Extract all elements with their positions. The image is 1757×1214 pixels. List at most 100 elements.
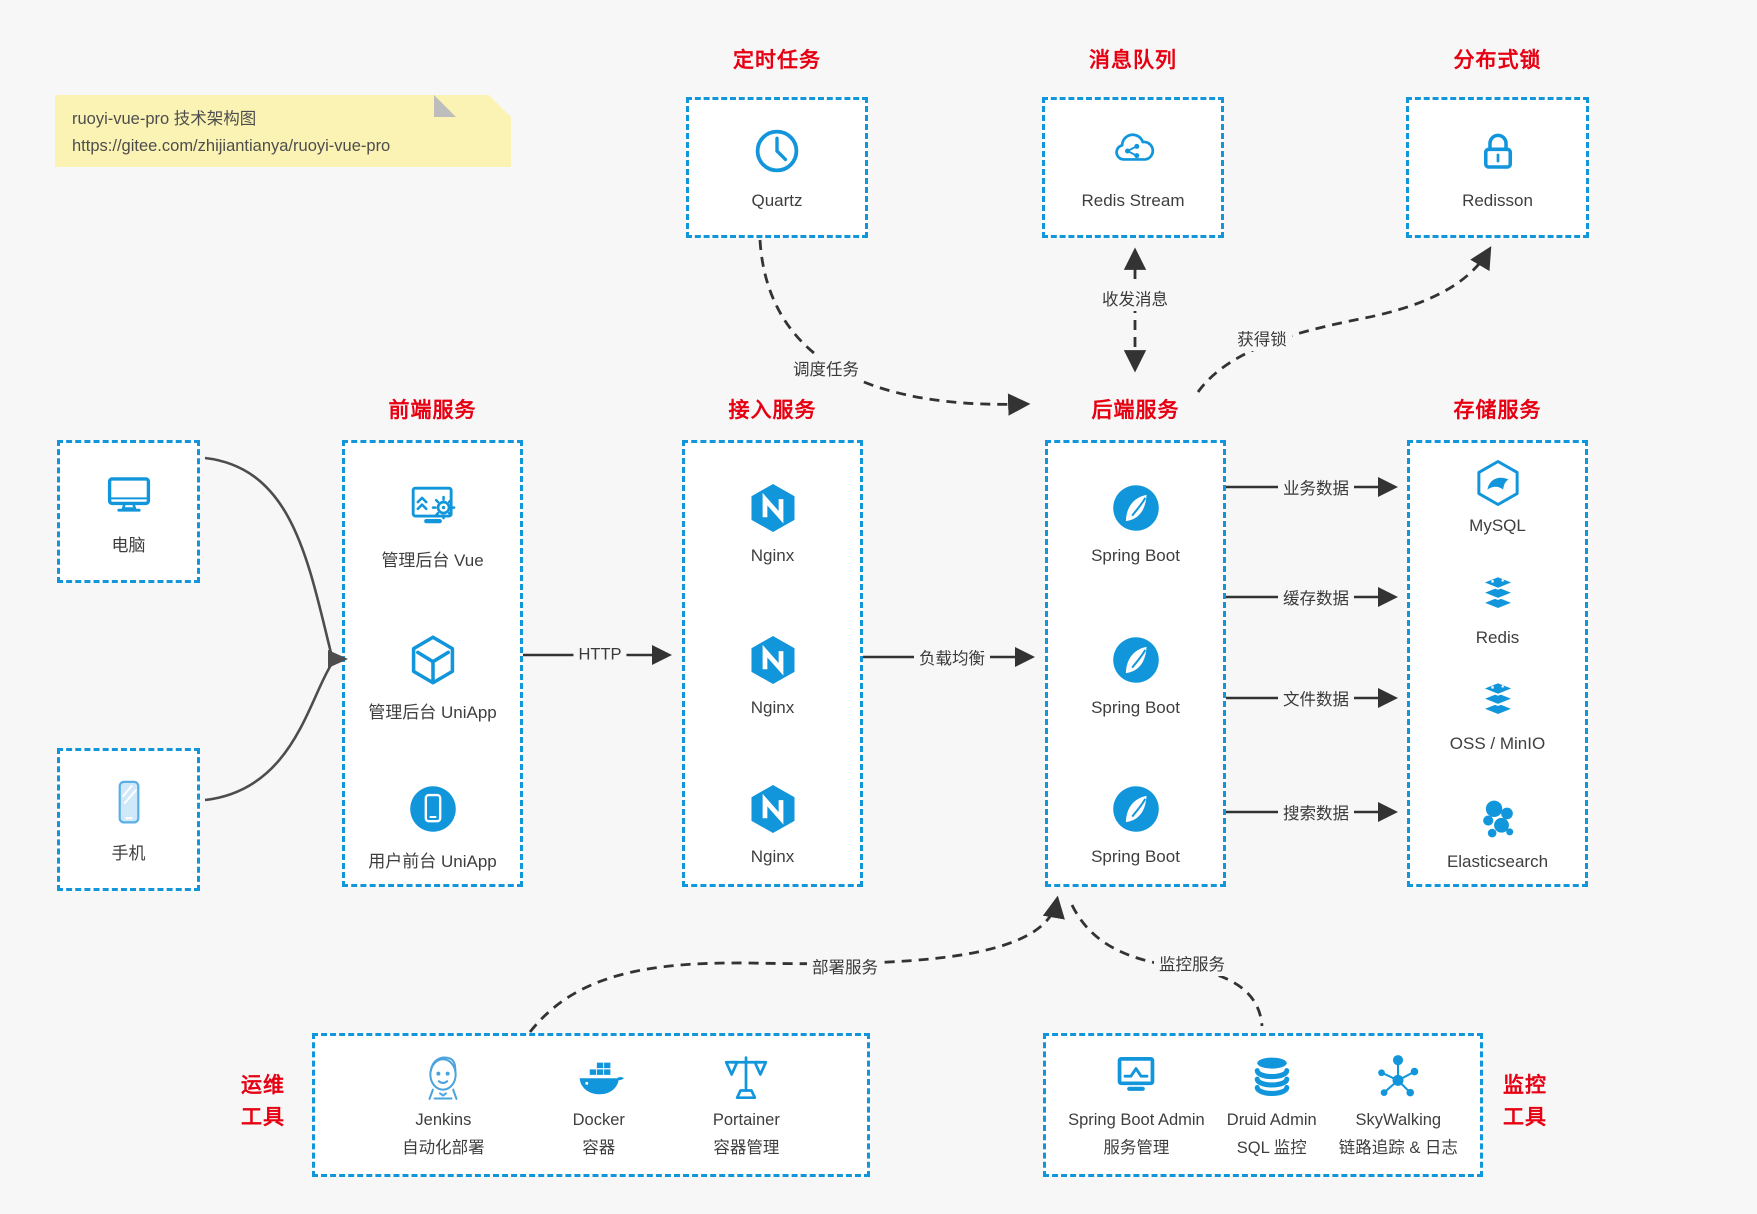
ops-item-jenkins: Jenkins 自动化部署 <box>402 1050 485 1160</box>
node-label: Nginx <box>750 847 795 866</box>
nginx-icon <box>750 635 795 685</box>
nginx-icon <box>750 483 795 533</box>
cloud-stream-icon <box>1115 133 1155 161</box>
backend-item-spring-3: Spring Boot <box>1048 782 1223 867</box>
node-sublabel: 容器管理 <box>713 1139 780 1157</box>
node-label: Nginx <box>750 698 795 717</box>
note-title: ruoyi-vue-pro 技术架构图 <box>72 110 257 128</box>
monitor-item-skywalking: SkyWalking 链路追踪 & 日志 <box>1339 1050 1458 1160</box>
edge-label-lock: 获得锁 <box>1232 325 1292 351</box>
node-label: Spring Boot <box>1091 546 1180 565</box>
node-sublabel: 容器 <box>582 1139 616 1157</box>
client-curves <box>204 456 333 802</box>
note-url: https://gitee.com/zhijiantianya/ruoyi-vu… <box>72 136 391 155</box>
node-label: Quartz <box>751 191 803 210</box>
ops-label-line2: 工具 <box>241 1105 285 1129</box>
node-sublabel: SQL 监控 <box>1236 1139 1307 1157</box>
backend-item-spring-1: Spring Boot <box>1048 481 1223 566</box>
node-label: Jenkins <box>415 1110 472 1129</box>
client-desktop-box: 电脑 <box>57 440 200 583</box>
druid-icon <box>1254 1057 1290 1096</box>
node-label: Redis Stream <box>1081 191 1185 210</box>
frontend-services-box: 管理后台 Vue 管理后台 UniApp 用户前台 UniApp <box>342 440 523 887</box>
edge-label-schedule: 调度任务 <box>788 355 864 381</box>
gateway-item-nginx-1: Nginx <box>685 481 860 566</box>
frontend-item-admin-uniapp: 管理后台 UniApp <box>345 633 520 723</box>
edge-label-deploy: 部署服务 <box>807 953 883 979</box>
monitor-tools-box: Spring Boot Admin 服务管理 Druid Admin SQL 监… <box>1043 1033 1483 1177</box>
node-sublabel: 服务管理 <box>1103 1139 1170 1157</box>
ops-tools-box: Jenkins 自动化部署 Docker 容器 <box>312 1033 870 1177</box>
portainer-icon <box>725 1056 768 1099</box>
node-label: 用户前台 UniApp <box>368 852 497 871</box>
node-label: Docker <box>572 1110 625 1129</box>
storage-item-oss-minio: OSS / MinIO <box>1410 676 1585 754</box>
node-label: Spring Boot <box>1091 698 1180 717</box>
cube-icon <box>411 635 454 685</box>
node-label: Redisson <box>1462 191 1533 210</box>
node-label: Spring Boot Admin <box>1068 1110 1205 1129</box>
monitor-label-line1: 监控 <box>1503 1074 1547 1097</box>
spring-icon <box>1112 637 1159 683</box>
node-label: Redis <box>1475 628 1520 647</box>
node-label: 管理后台 UniApp <box>368 703 497 722</box>
storage-item-elasticsearch: Elasticsearch <box>1410 794 1585 872</box>
docker-icon <box>579 1062 624 1095</box>
backend-services-box: Spring Boot Spring Boot Spring Boot <box>1045 440 1226 887</box>
spring-boot-admin-icon <box>1118 1056 1155 1091</box>
storage-services-box: MySQL Redis <box>1407 440 1588 887</box>
edge-label-biz-data: 业务数据 <box>1278 474 1354 500</box>
node-sublabel: 链路追踪 & 日志 <box>1338 1139 1458 1157</box>
edge-label-load-balance: 负载均衡 <box>914 644 990 670</box>
skywalking-icon <box>1378 1054 1419 1097</box>
ops-label-line1: 运维 <box>241 1074 285 1097</box>
admin-vue-icon <box>411 486 455 524</box>
message-queue-box: Redis Stream <box>1042 97 1224 238</box>
mobile-icon <box>118 780 139 824</box>
redis-stack-icon <box>1480 575 1515 611</box>
title-distributed-lock: 分布式锁 <box>1453 49 1542 72</box>
node-label: 管理后台 Vue <box>381 551 484 570</box>
node-label: Portainer <box>712 1110 780 1129</box>
clock-icon <box>755 129 799 173</box>
edge-label-message: 收发消息 <box>1097 285 1173 311</box>
ops-tools-side-label: 运维 工具 <box>228 1070 298 1133</box>
edge-label-file-data: 文件数据 <box>1278 685 1354 711</box>
monitor-label-line2: 工具 <box>1503 1105 1547 1129</box>
node-sublabel: 自动化部署 <box>402 1139 485 1157</box>
gateway-item-nginx-2: Nginx <box>685 633 860 718</box>
nginx-icon <box>750 784 795 834</box>
distributed-lock-box: Redisson <box>1406 97 1589 238</box>
gateway-services-box: Nginx Nginx Nginx <box>682 440 863 887</box>
jenkins-icon <box>428 1056 458 1100</box>
monitor-item-spring-boot-admin: Spring Boot Admin 服务管理 <box>1068 1050 1205 1160</box>
title-message-queue: 消息队列 <box>1089 49 1177 72</box>
desktop-icon <box>107 476 150 512</box>
backend-item-spring-2: Spring Boot <box>1048 633 1223 718</box>
title-backend-services: 后端服务 <box>1091 399 1180 422</box>
scheduled-task-box: Quartz <box>686 97 868 238</box>
client-mobile-box: 手机 <box>57 748 200 891</box>
frontend-item-admin-vue: 管理后台 Vue <box>345 481 520 571</box>
redis-stack-icon <box>1480 681 1515 717</box>
phone-circle-icon <box>409 786 456 832</box>
monitor-tools-side-label: 监控 工具 <box>1490 1070 1560 1133</box>
node-label: Elasticsearch <box>1446 852 1549 871</box>
storage-item-mysql: MySQL <box>1410 458 1585 536</box>
storage-item-redis: Redis <box>1410 570 1585 648</box>
edge-label-http: HTTP <box>573 644 627 666</box>
title-scheduled-task: 定时任务 <box>733 49 821 72</box>
spring-icon <box>1112 786 1159 832</box>
edge-label-monitor: 监控服务 <box>1154 950 1230 976</box>
title-gateway-services: 接入服务 <box>728 399 817 422</box>
lock-icon <box>1483 133 1512 169</box>
node-label: Spring Boot <box>1091 847 1180 866</box>
elasticsearch-icon <box>1482 800 1513 838</box>
title-frontend-services: 前端服务 <box>388 399 477 422</box>
edge-label-search-data: 搜索数据 <box>1278 799 1354 825</box>
node-label: SkyWalking <box>1355 1110 1442 1129</box>
ops-item-portainer: Portainer 容器管理 <box>713 1050 780 1160</box>
title-storage-services: 存储服务 <box>1453 399 1542 422</box>
ops-item-docker: Docker 容器 <box>572 1050 626 1160</box>
